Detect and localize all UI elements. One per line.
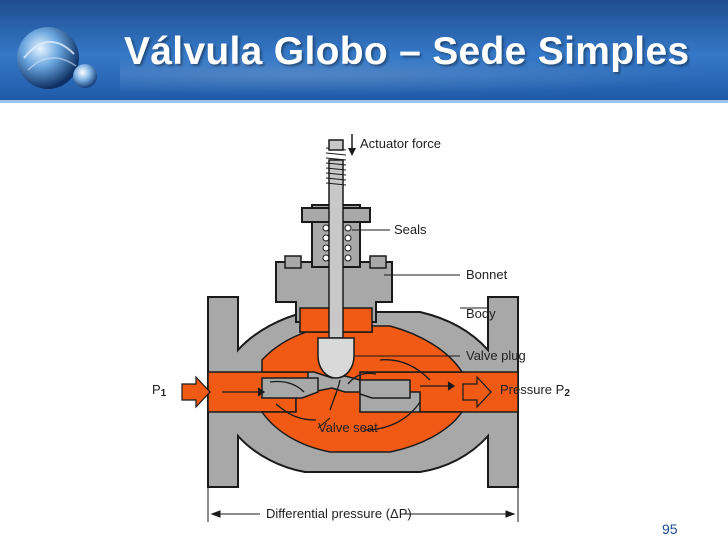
label-valve-seat: Valve seat bbox=[318, 420, 378, 435]
label-seals: Seals bbox=[394, 222, 427, 237]
slide-title: Válvula Globo – Sede Simples bbox=[124, 30, 690, 73]
differential-pressure-dimension bbox=[207, 487, 519, 522]
outlet-arrow bbox=[462, 375, 492, 409]
actuator-force-arrow bbox=[348, 134, 356, 156]
seat-partition-left bbox=[261, 377, 319, 399]
label-body: Body bbox=[466, 306, 496, 321]
label-p1-subscript: 1 bbox=[161, 388, 167, 399]
label-valve-plug: Valve plug bbox=[466, 348, 526, 363]
seat-partition-right bbox=[359, 379, 411, 399]
fluid-lower-chamber bbox=[260, 387, 464, 453]
globe-logo-icon bbox=[17, 27, 97, 89]
banner-highlight bbox=[120, 55, 720, 95]
label-p2-subscript: 2 bbox=[564, 388, 570, 399]
title-banner: Válvula Globo – Sede Simples bbox=[0, 0, 728, 100]
label-differential-pressure: Differential pressure (ΔP) bbox=[266, 506, 412, 521]
page-number: 95 bbox=[662, 521, 678, 537]
label-p1-text: P bbox=[152, 382, 161, 397]
flow-arrows bbox=[222, 359, 456, 431]
valve-plug bbox=[317, 337, 355, 379]
bonnet-bolt-left bbox=[284, 255, 302, 269]
valve-stem bbox=[328, 159, 344, 339]
label-bonnet: Bonnet bbox=[466, 267, 508, 282]
label-pressure-p2: Pressure P2 bbox=[500, 382, 570, 399]
bonnet-bolt-right bbox=[369, 255, 387, 269]
inlet-arrow bbox=[181, 375, 211, 409]
stem-top bbox=[328, 139, 344, 151]
leader-lines bbox=[317, 229, 488, 429]
label-p2-text: Pressure P bbox=[500, 382, 564, 397]
label-actuator-force: Actuator force bbox=[360, 136, 441, 151]
seal-rings bbox=[322, 224, 352, 262]
banner-divider bbox=[0, 100, 728, 103]
label-p1: P1 bbox=[152, 382, 167, 399]
